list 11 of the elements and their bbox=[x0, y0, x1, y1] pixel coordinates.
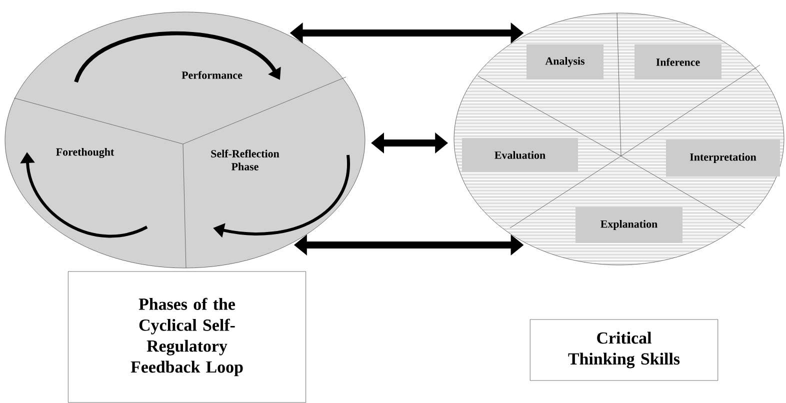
caption-box: Phases of the Cyclical Self-Regulatory Feedback Loop bbox=[68, 271, 306, 403]
sector-label: Performance bbox=[182, 71, 242, 79]
skill-box: Inference bbox=[634, 44, 722, 80]
cycle-ellipse bbox=[4, 12, 366, 268]
caption-box: Critical Thinking Skills bbox=[530, 319, 718, 381]
skill-box: Explanation bbox=[576, 207, 682, 243]
sector-label: Forethought bbox=[56, 148, 114, 158]
skill-box: Analysis bbox=[526, 44, 604, 80]
skill-box: Evaluation bbox=[462, 138, 578, 172]
skill-box: Interpretation bbox=[666, 140, 780, 176]
sector-label: Self-Reflection Phase bbox=[211, 150, 280, 170]
